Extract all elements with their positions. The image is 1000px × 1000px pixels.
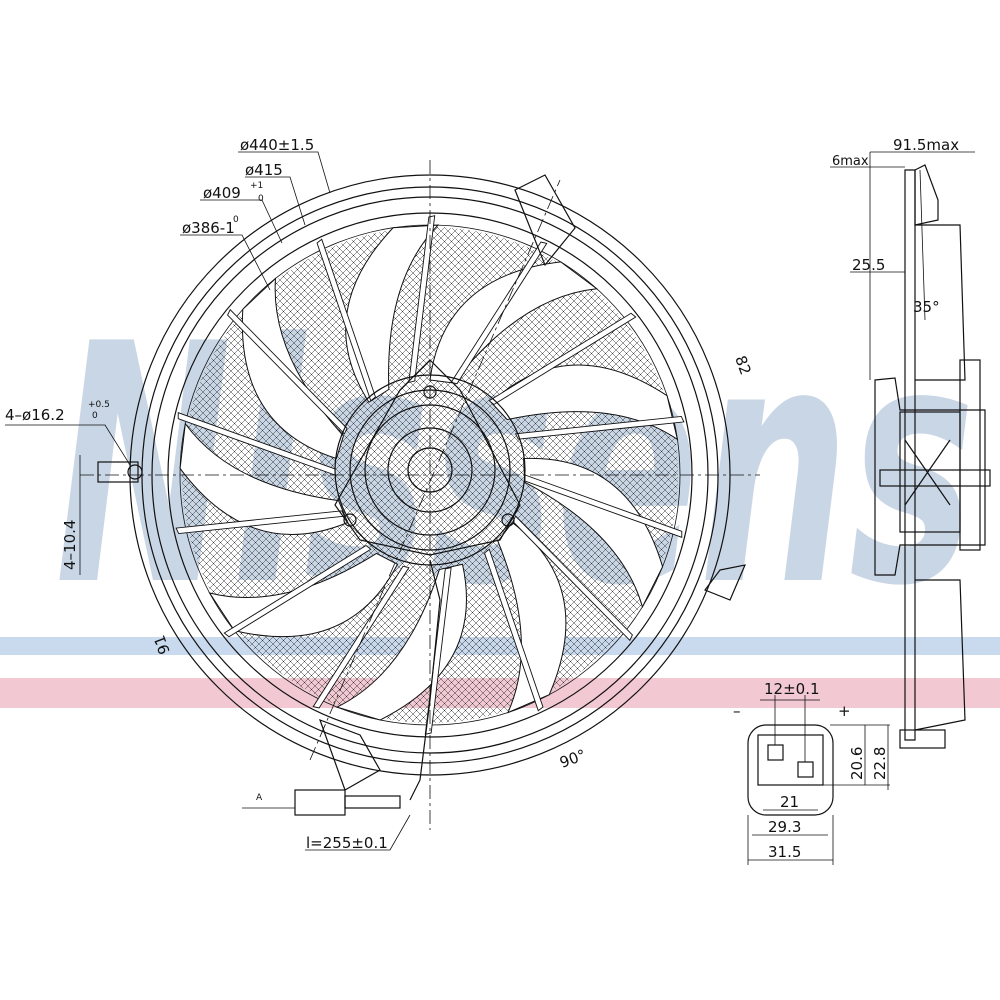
leader-cable	[305, 814, 411, 851]
leader-d409	[200, 199, 283, 244]
dim-d409-label: ø409	[203, 184, 241, 202]
dim-holes-label: 4–ø16.2	[5, 406, 65, 424]
angle-bottom-label: 90°	[557, 746, 588, 772]
connector-20-6-label: 20.6	[848, 747, 866, 780]
dim-holes-tol-lower: 0	[92, 411, 98, 421]
fan-blade	[345, 224, 440, 403]
guard-strut	[408, 215, 436, 383]
connector-body	[747, 724, 834, 816]
side-motor-cap	[959, 359, 981, 551]
guard-strut	[484, 548, 544, 712]
leader-d440	[238, 151, 331, 194]
leader-d386	[180, 234, 271, 291]
leader-d415	[245, 176, 306, 226]
side-motor-flange	[874, 377, 986, 576]
motor-cable	[409, 559, 441, 801]
fan-blade	[179, 422, 349, 535]
side-angle-ref	[919, 169, 926, 321]
connector-minus-label: –	[733, 702, 741, 720]
dim-d409-tol-lower: 0	[258, 194, 264, 204]
side-bottom-bracket	[899, 729, 946, 749]
left-mount-lug	[97, 461, 139, 483]
right-bracket	[704, 564, 747, 601]
leader-holes	[5, 424, 131, 466]
guard-strut	[514, 416, 685, 440]
dim-d386-label: ø386-1	[182, 219, 235, 237]
side-motor-shaft	[879, 469, 991, 487]
side-25-5-label: 25.5	[852, 256, 885, 274]
cable-connector-plug	[294, 789, 346, 816]
fan-side-view	[830, 151, 991, 749]
fan-blades	[175, 215, 685, 735]
bottom-left-bracket	[319, 718, 381, 791]
side-angle-label: 35°	[913, 298, 940, 316]
fan-blade	[497, 521, 567, 714]
side-blade-profile-upper	[915, 224, 966, 381]
dim-slot-label: 4–10.4	[61, 520, 79, 570]
fan-front-view	[5, 151, 760, 851]
motor-bolt-left	[343, 513, 357, 527]
side-top-bracket	[914, 164, 939, 226]
dim-d409-tol-upper: +1	[250, 181, 263, 191]
centerline-diagonal	[309, 179, 561, 761]
connector-pitch-label: 12±0.1	[764, 680, 820, 698]
side-shroud-outline	[904, 169, 916, 741]
guard-strut	[312, 565, 410, 709]
side-6max-label: 6max	[832, 154, 869, 169]
guard-strut	[227, 308, 348, 435]
cable-length-label: l=255±0.1	[306, 834, 388, 852]
cable-connector-sleeve	[344, 795, 401, 809]
side-depth-label: 91.5max	[893, 136, 959, 154]
angle-left-label: 91	[150, 633, 173, 657]
connector-plus-label: +	[838, 702, 851, 720]
guard-strut	[175, 510, 346, 534]
connector-29-3-label: 29.3	[768, 818, 801, 836]
top-bracket	[514, 174, 576, 267]
connector-pin-minus	[767, 744, 784, 761]
connector-21-label: 21	[780, 793, 799, 811]
dim-d440-label: ø440±1.5	[240, 136, 314, 154]
motor-bolt-right	[501, 513, 515, 527]
left-mount-hole	[127, 464, 143, 480]
fan-blade	[523, 457, 664, 609]
connector-31-5-label: 31.5	[768, 843, 801, 861]
connector-inner	[757, 734, 824, 786]
guard-strut	[450, 241, 548, 385]
angle-top-label: 82	[731, 353, 754, 377]
connector-detail	[747, 695, 890, 865]
dim-holes-tol-upper: +0.5	[88, 400, 110, 410]
connector-pin-plus	[797, 761, 814, 778]
guard-strut	[223, 544, 372, 638]
dim-d386-tol: 0	[233, 215, 239, 225]
dim-d415-label: ø415	[245, 161, 283, 179]
connector-22-8-label: 22.8	[871, 747, 889, 780]
section-marker-a: A	[256, 793, 263, 803]
side-blade-profile-lower	[914, 579, 966, 731]
guard-strut	[488, 312, 637, 406]
guard-strut	[316, 238, 376, 402]
side-motor-cross	[904, 439, 951, 506]
